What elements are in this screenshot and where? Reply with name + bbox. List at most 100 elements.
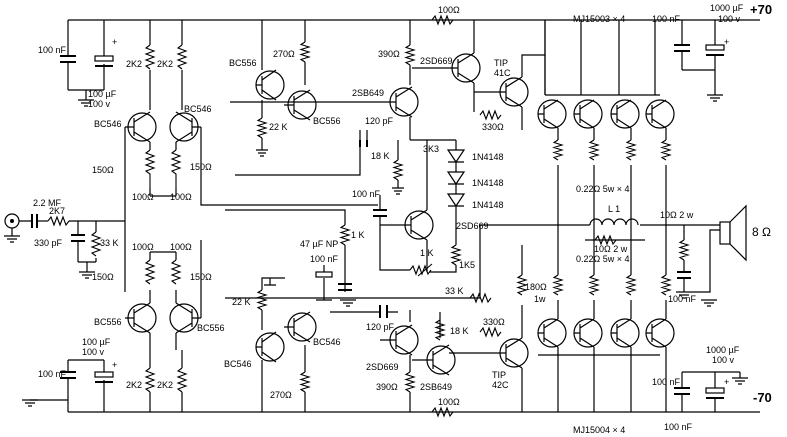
svg-text:100Ω: 100Ω (438, 5, 460, 15)
svg-text:270Ω: 270Ω (273, 49, 295, 59)
vas-bottom: 120 pF 18 K 2SD669 390Ω 2SB649 (330, 305, 469, 405)
svg-text:2K2: 2K2 (157, 380, 173, 390)
svg-text:1 K: 1 K (351, 230, 365, 240)
svg-text:33 K: 33 K (100, 238, 119, 248)
svg-text:2K7: 2K7 (49, 206, 65, 216)
svg-text:+: + (112, 360, 117, 370)
output-transistors-bottom: 0.22Ω 5w × 4 (537, 225, 675, 412)
svg-text:1 K: 1 K (420, 248, 434, 258)
svg-text:1w: 1w (534, 294, 546, 304)
speaker: 8 Ω (709, 204, 771, 262)
rail-resistor-top: 100Ω (431, 5, 460, 26)
svg-text:100 v: 100 v (712, 355, 735, 365)
svg-text:33 K: 33 K (445, 286, 464, 296)
svg-text:1N4148: 1N4148 (472, 152, 504, 162)
svg-text:18 K: 18 K (450, 326, 469, 336)
decoupling-top-left: 100 nF + 100 µF 100 v (38, 20, 117, 109)
svg-text:100 µF: 100 µF (82, 337, 111, 347)
svg-text:0.22Ω 5w × 4: 0.22Ω 5w × 4 (576, 184, 630, 194)
svg-text:120 pF: 120 pF (365, 116, 394, 126)
svg-text:2SB649: 2SB649 (420, 382, 452, 392)
svg-text:180Ω: 180Ω (525, 282, 547, 292)
svg-text:150Ω: 150Ω (92, 272, 114, 282)
svg-text:1000 µF: 1000 µF (706, 345, 740, 355)
svg-text:330Ω: 330Ω (482, 122, 504, 132)
svg-text:330 pF: 330 pF (34, 238, 63, 248)
input-jack[interactable] (4, 213, 32, 243)
svg-text:2.2 MF: 2.2 MF (33, 198, 62, 208)
positive-rail-label: +70 (750, 2, 772, 17)
svg-text:0.22Ω 5w × 4: 0.22Ω 5w × 4 (576, 254, 630, 264)
svg-text:100Ω: 100Ω (438, 397, 460, 407)
svg-text:+: + (724, 37, 729, 47)
svg-text:BC546: BC546 (313, 337, 341, 347)
feedback-network: 47 µF NP 100 nF 1 K 33 K (225, 209, 545, 307)
svg-text:100Ω: 100Ω (132, 242, 154, 252)
input-differential-pairs: 2K2 2K2 2K2 2K2 BC546 BC546 BC556 BC556 … (92, 30, 378, 405)
svg-text:100 nF: 100 nF (664, 422, 693, 432)
svg-text:3K3: 3K3 (423, 144, 439, 154)
svg-text:100 nF: 100 nF (352, 189, 381, 199)
rail-resistor-bottom: 100Ω (431, 397, 460, 418)
svg-text:2K2: 2K2 (126, 380, 142, 390)
bias-network: 3K3 1N4148 1N4148 1N4148 100 nF 2SD669 1… (352, 139, 504, 277)
svg-text:+: + (724, 377, 729, 387)
svg-text:10Ω 2 w: 10Ω 2 w (594, 244, 628, 254)
svg-text:2SD669: 2SD669 (366, 362, 399, 372)
vas-top: 390Ω 2SB649 2SD669 120 pF 18 K (230, 20, 481, 195)
svg-text:1N4148: 1N4148 (472, 200, 504, 210)
svg-text:2SD669: 2SD669 (456, 221, 489, 231)
svg-text:BC556: BC556 (197, 323, 225, 333)
svg-text:1000 µF: 1000 µF (710, 3, 744, 13)
current-mirror-top: BC556 270Ω 22 K BC556 (229, 30, 341, 157)
svg-text:100 v: 100 v (88, 99, 111, 109)
svg-text:330Ω: 330Ω (483, 317, 505, 327)
svg-text:2K2: 2K2 (157, 59, 173, 69)
svg-text:1K5: 1K5 (459, 260, 475, 270)
svg-text:22 K: 22 K (269, 122, 288, 132)
svg-text:BC546: BC546 (224, 359, 252, 369)
speaker-impedance: 8 Ω (752, 225, 771, 239)
negative-rail (67, 400, 760, 413)
top-output-devices-label: MJ15003 × 4 (573, 14, 625, 24)
decoupling-bottom-left: 100 nF + 100 µF 100 v (22, 337, 117, 412)
svg-text:L 1: L 1 (608, 204, 620, 214)
svg-text:BC556: BC556 (94, 317, 122, 327)
svg-text:100 v: 100 v (82, 347, 105, 357)
svg-text:100 nF: 100 nF (652, 14, 681, 24)
svg-text:100 nF: 100 nF (310, 254, 339, 264)
svg-text:2SD669: 2SD669 (420, 56, 453, 66)
decoupling-top-right: 100 nF 1000 µF 100 v + (652, 3, 744, 102)
svg-text:22 K: 22 K (232, 297, 251, 307)
svg-text:390Ω: 390Ω (378, 49, 400, 59)
svg-text:100 nF: 100 nF (38, 369, 67, 379)
svg-text:100 nF: 100 nF (668, 294, 697, 304)
svg-text:150Ω: 150Ω (92, 165, 114, 175)
negative-rail-label: -70 (753, 390, 772, 405)
svg-text:100Ω: 100Ω (170, 242, 192, 252)
svg-text:100 µF: 100 µF (88, 89, 117, 99)
bottom-output-devices-label: MJ15004 × 4 (573, 425, 625, 435)
svg-text:BC546: BC546 (94, 119, 122, 129)
svg-text:100Ω: 100Ω (132, 192, 154, 202)
svg-text:120 pF: 120 pF (366, 322, 395, 332)
svg-text:+: + (112, 37, 117, 47)
svg-text:BC556: BC556 (313, 116, 341, 126)
svg-text:270Ω: 270Ω (270, 390, 292, 400)
svg-text:390Ω: 390Ω (376, 382, 398, 392)
output-transistors-top: 0.22Ω 5w × 4 (537, 20, 675, 225)
svg-text:100 v: 100 v (718, 14, 741, 24)
svg-text:18 K: 18 K (371, 151, 390, 161)
current-mirror-bottom: 22 K BC546 BC546 270Ω (224, 277, 341, 405)
svg-text:BC546: BC546 (184, 104, 212, 114)
svg-text:100 nF: 100 nF (38, 45, 67, 55)
output-filter: L 1 10Ω 2 w 10Ω 2 w 100 nF (545, 204, 720, 307)
input-network: 2.2 MF 2K7 330 pF 33 K (31, 198, 125, 279)
svg-text:100Ω: 100Ω (170, 192, 192, 202)
svg-text:47 µF NP: 47 µF NP (300, 239, 338, 249)
